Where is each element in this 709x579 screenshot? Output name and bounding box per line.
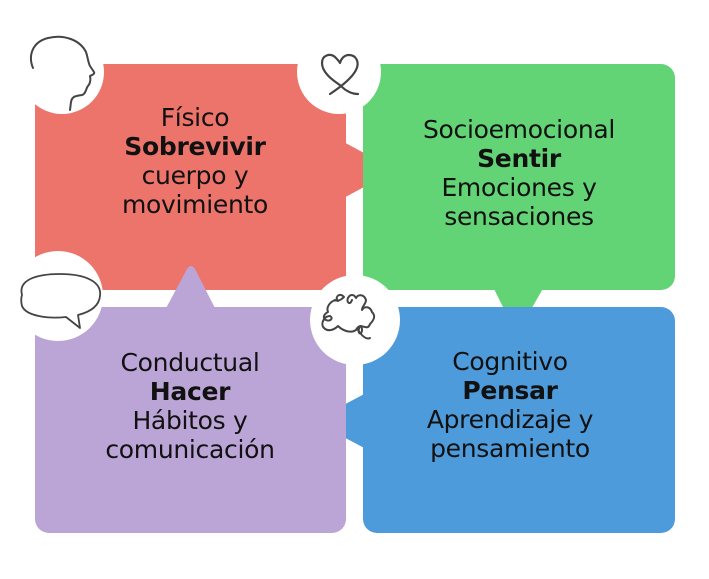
socioemocional-category: Socioemocional [422,115,616,144]
conductual-box [35,266,346,533]
cognitivo-verb: Pensar [462,376,558,405]
cognitivo-text: Cognitivo Pensar Aprendizaje y pensamien… [390,347,630,463]
socioemocional-text: Socioemocional Sentir Emociones y sensac… [363,115,675,231]
fisico-verb: Sobrevivir [124,132,266,161]
socioemocional-verb: Sentir [477,144,561,173]
fisico-category: Físico [160,103,230,132]
cognitivo-description: Aprendizaje y pensamiento [426,405,594,463]
socioemocional-description: Emociones y sensaciones [441,173,597,231]
brain-cloud-icon [321,293,376,340]
cognitivo-category: Cognitivo [452,347,568,376]
heart-icon [320,53,360,96]
conductual-category: Conductual [120,348,260,377]
head-profile-icon [29,35,96,111]
fisico-text: Físico Sobrevivir cuerpo y movimiento [75,103,315,219]
speech-bubble-icon [20,273,101,329]
conductual-arrow-up [164,266,217,312]
speech-icon-backdrop [13,251,103,341]
fisico-description: cuerpo y movimiento [121,161,268,219]
heart-icon-backdrop [297,30,381,114]
conductual-verb: Hacer [149,377,231,406]
conductual-description: Hábitos y comunicación [105,406,275,464]
conductual-text: Conductual Hacer Hábitos y comunicación [55,348,325,464]
head-icon-backdrop [20,30,104,114]
brain-icon-backdrop [310,275,400,365]
